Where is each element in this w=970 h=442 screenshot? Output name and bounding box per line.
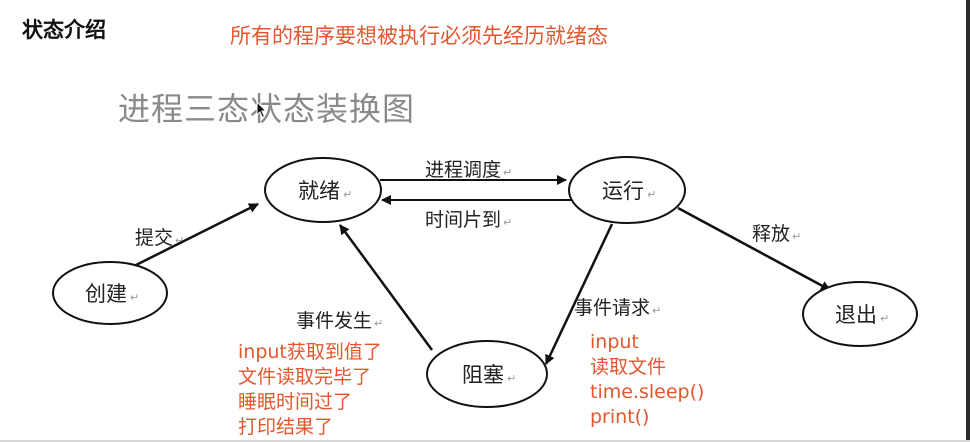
wake-cause-item: input获取到值了 [238, 341, 382, 363]
wake-causes-list: input获取到值了 文件读取完毕了 睡眠时间过了 打印结果了 [238, 340, 382, 440]
state-label-exit: 退出 [835, 303, 877, 327]
edge-label-event-occur: 事件发生 [296, 310, 372, 332]
edge-event-occur [338, 224, 434, 351]
state-node-running [568, 156, 686, 224]
blocked-cause-item: 读取文件 [590, 356, 667, 378]
para-mark: ↵ [792, 230, 801, 243]
edge-label-submit: 提交 [135, 227, 173, 249]
state-label-blocked: 阻塞 [462, 363, 504, 387]
para-mark: ↵ [503, 166, 512, 179]
edge-event-request [544, 223, 614, 365]
state-label-ready: 就绪 [298, 179, 340, 203]
edge-release [677, 206, 831, 292]
state-label-created: 创建 [85, 282, 127, 306]
state-label-running: 运行 [602, 179, 644, 203]
para-mark: ↵ [343, 188, 352, 201]
para-mark: ↵ [507, 372, 516, 385]
blocked-causes-list: input 读取文件 time.sleep() print() [590, 330, 704, 430]
blocked-cause-item: time.sleep() [590, 381, 705, 403]
wake-cause-item: 打印结果了 [238, 416, 334, 438]
edge-label-schedule: 进程调度 [425, 159, 501, 181]
state-node-ready [264, 157, 382, 223]
edge-label-release: 释放 [752, 223, 790, 245]
edge-label-timeslice: 时间片到 [425, 209, 501, 231]
state-node-exit [802, 281, 918, 347]
edge-label-event-request: 事件请求 [574, 297, 650, 319]
edge-submit [129, 202, 259, 270]
para-mark: ↵ [647, 188, 656, 201]
section-title: 状态介绍 [22, 18, 106, 42]
blocked-cause-item: input [590, 331, 639, 353]
window-bottom-edge [0, 440, 970, 442]
state-node-created [52, 261, 168, 325]
para-mark: ↵ [175, 234, 184, 247]
blocked-cause-item: print() [590, 406, 650, 428]
para-mark: ↵ [880, 312, 889, 325]
state-node-blocked [426, 340, 548, 408]
para-mark: ↵ [374, 317, 383, 330]
wake-cause-item: 文件读取完毕了 [238, 366, 372, 388]
para-mark: ↵ [503, 216, 512, 229]
mouse-cursor-icon [256, 101, 268, 119]
wake-cause-item: 睡眠时间过了 [238, 391, 353, 413]
diagram-title: 进程三态状态装换图 [118, 90, 416, 128]
para-mark: ↵ [130, 291, 139, 304]
para-mark: ↵ [652, 304, 661, 317]
ready-state-note: 所有的程序要想被执行必须先经历就绪态 [230, 24, 608, 48]
window-right-edge [966, 0, 970, 442]
